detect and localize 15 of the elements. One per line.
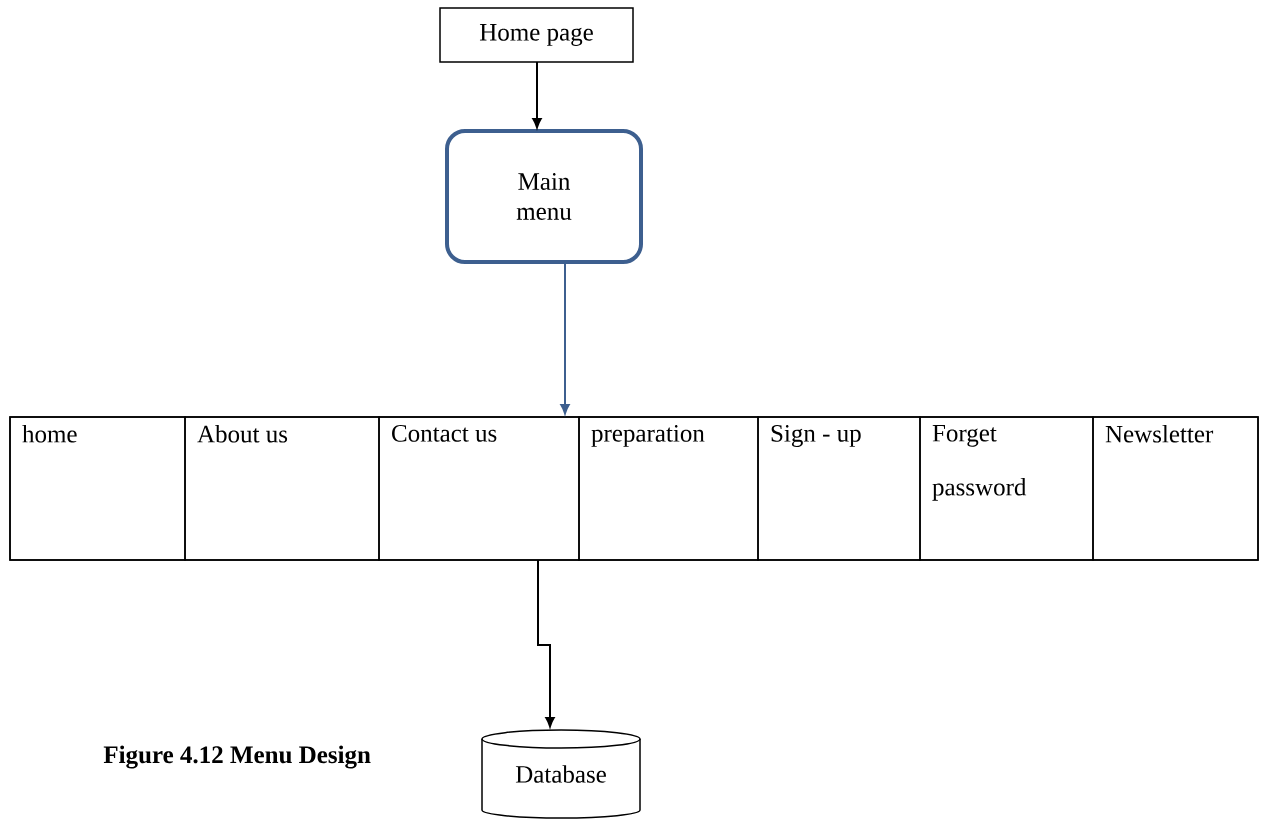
menu-cell: Newsletter (1092, 416, 1259, 561)
menu-cell: Forget password (919, 416, 1094, 561)
menu-cell: About us (184, 416, 380, 561)
menu-box: Main menu (445, 129, 643, 264)
page-box: Home page (439, 7, 634, 63)
arrow (532, 61, 542, 129)
menu-cell: home (9, 416, 186, 561)
arrow (560, 261, 570, 415)
database-cylinder: Database (481, 729, 641, 819)
figure-caption: Figure 4.12 Menu Design (103, 745, 371, 769)
menu-cell: Contact us (378, 416, 580, 561)
menu-cell: Sign - up (757, 416, 921, 561)
node-label: Database (515, 765, 606, 783)
menu-cell: preparation (578, 416, 759, 561)
arrow (537, 559, 555, 728)
